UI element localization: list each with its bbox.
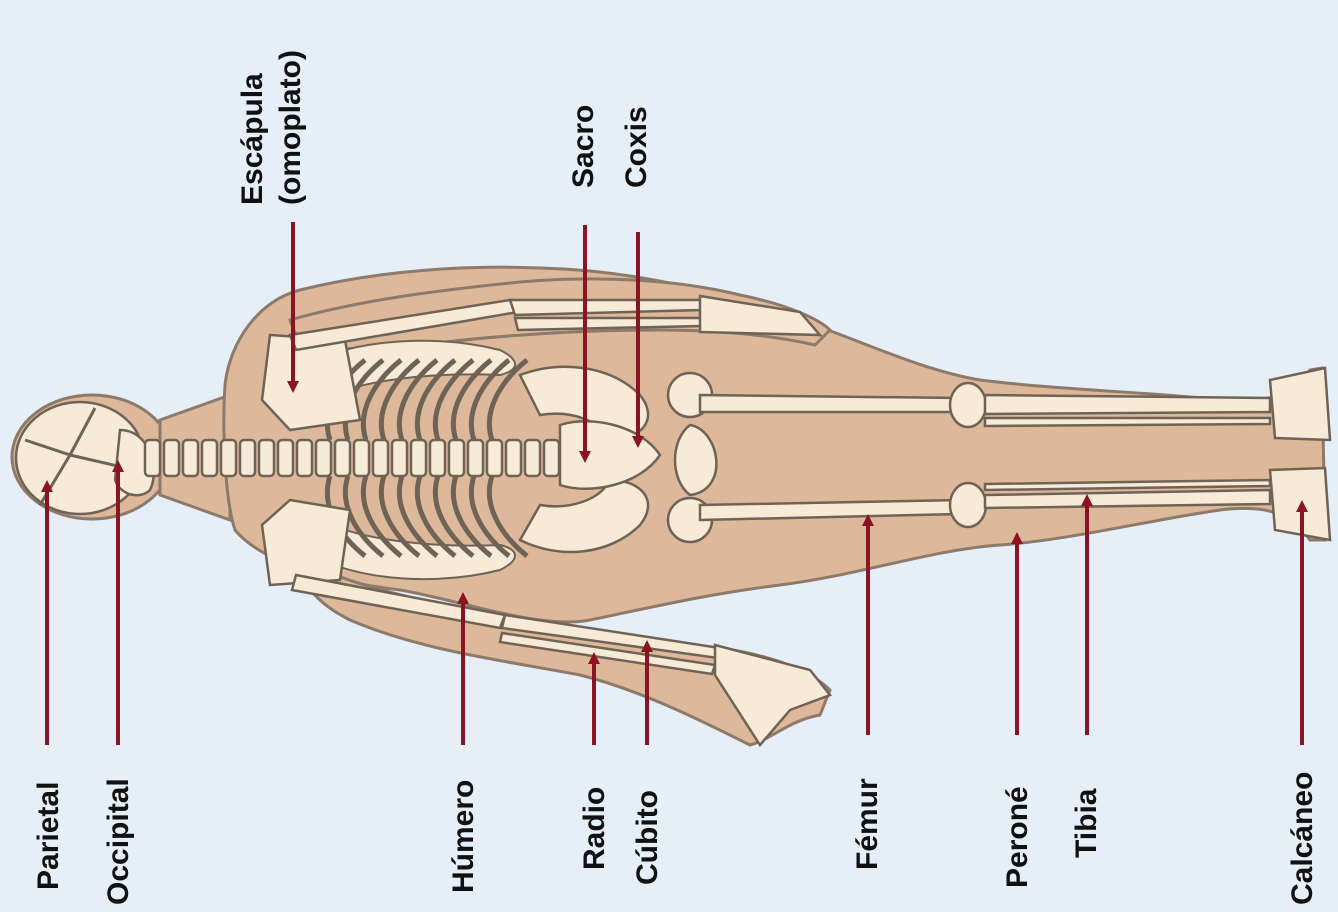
- vertebra: [525, 440, 540, 476]
- vertebra: [183, 440, 198, 476]
- vertebra: [240, 440, 255, 476]
- perone-pointer: [1011, 532, 1023, 735]
- vertebra: [145, 440, 160, 476]
- vertebra: [221, 440, 236, 476]
- vertebra: [544, 440, 559, 476]
- vertebra: [430, 440, 445, 476]
- vertebra: [259, 440, 274, 476]
- calcaneo-label: Calcáneo: [1286, 772, 1319, 905]
- femur-label: Fémur: [851, 778, 884, 870]
- radio-label: Radio: [578, 787, 611, 870]
- vertebra: [278, 440, 293, 476]
- vertebra: [487, 440, 502, 476]
- vertebra: [297, 440, 312, 476]
- parietal-label: Parietal: [32, 782, 65, 890]
- cubito-label: Cúbito: [631, 790, 664, 885]
- vertebra: [202, 440, 217, 476]
- vertebra: [316, 440, 331, 476]
- sacro-label: Sacro: [567, 105, 600, 188]
- occipital-label: Occipital: [102, 778, 135, 905]
- vertebra: [449, 440, 464, 476]
- parietal-pointer: [41, 480, 53, 745]
- vertebra: [506, 440, 521, 476]
- humero-label: Húmero: [447, 780, 480, 893]
- tibia-label: Tibia: [1070, 788, 1103, 858]
- vertebra: [373, 440, 388, 476]
- vertebra: [354, 440, 369, 476]
- vertebra: [411, 440, 426, 476]
- vertebra: [164, 440, 179, 476]
- escapula-label-line2: (omoplato): [274, 50, 307, 205]
- perone-label: Peroné: [1001, 786, 1034, 888]
- vertebra: [335, 440, 350, 476]
- escapula-label-line1: Escápula: [236, 73, 269, 205]
- vertebra: [392, 440, 407, 476]
- coxis-label: Coxis: [620, 106, 653, 188]
- vertebra: [468, 440, 483, 476]
